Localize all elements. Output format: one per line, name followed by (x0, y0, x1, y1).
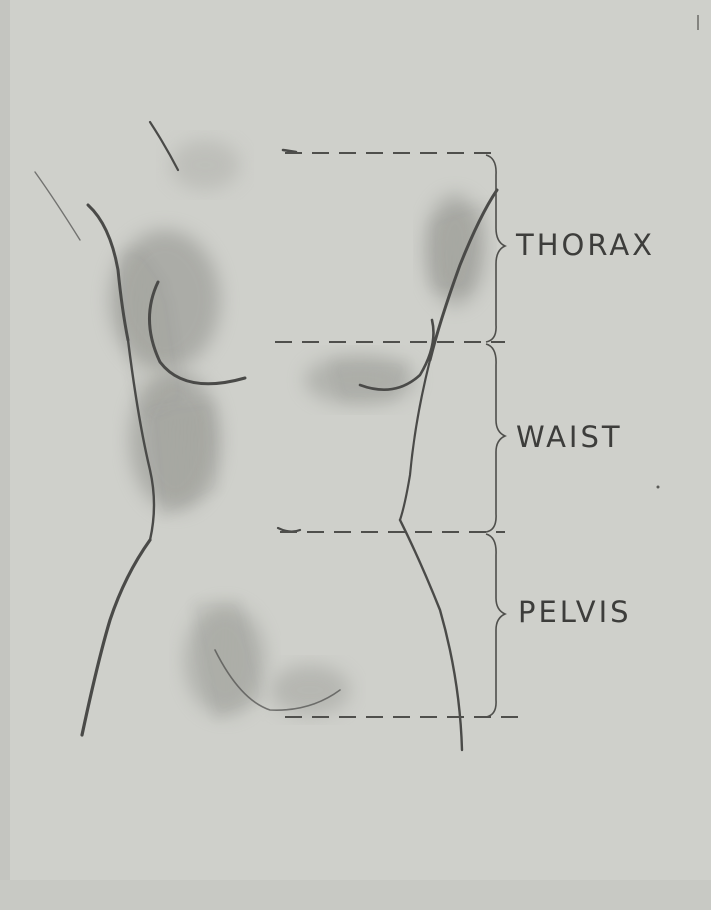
brace-thorax (486, 155, 505, 342)
body-contours (35, 122, 497, 750)
paper-edge-bottom (0, 880, 711, 910)
hip-right (400, 520, 462, 750)
brace-group (486, 155, 505, 717)
waist-label: WAIST (516, 423, 623, 452)
neck-line (150, 122, 178, 170)
pelvis-label: PELVIS (518, 598, 632, 627)
paper-edge-left (0, 0, 10, 910)
paper-speck (657, 486, 660, 489)
shoulder-line-left (35, 172, 80, 240)
hip-left (82, 540, 150, 735)
thorax-label: THORAX (516, 231, 655, 260)
brace-waist (486, 344, 505, 532)
sternum-mark (283, 150, 296, 152)
brace-pelvis (486, 534, 505, 717)
